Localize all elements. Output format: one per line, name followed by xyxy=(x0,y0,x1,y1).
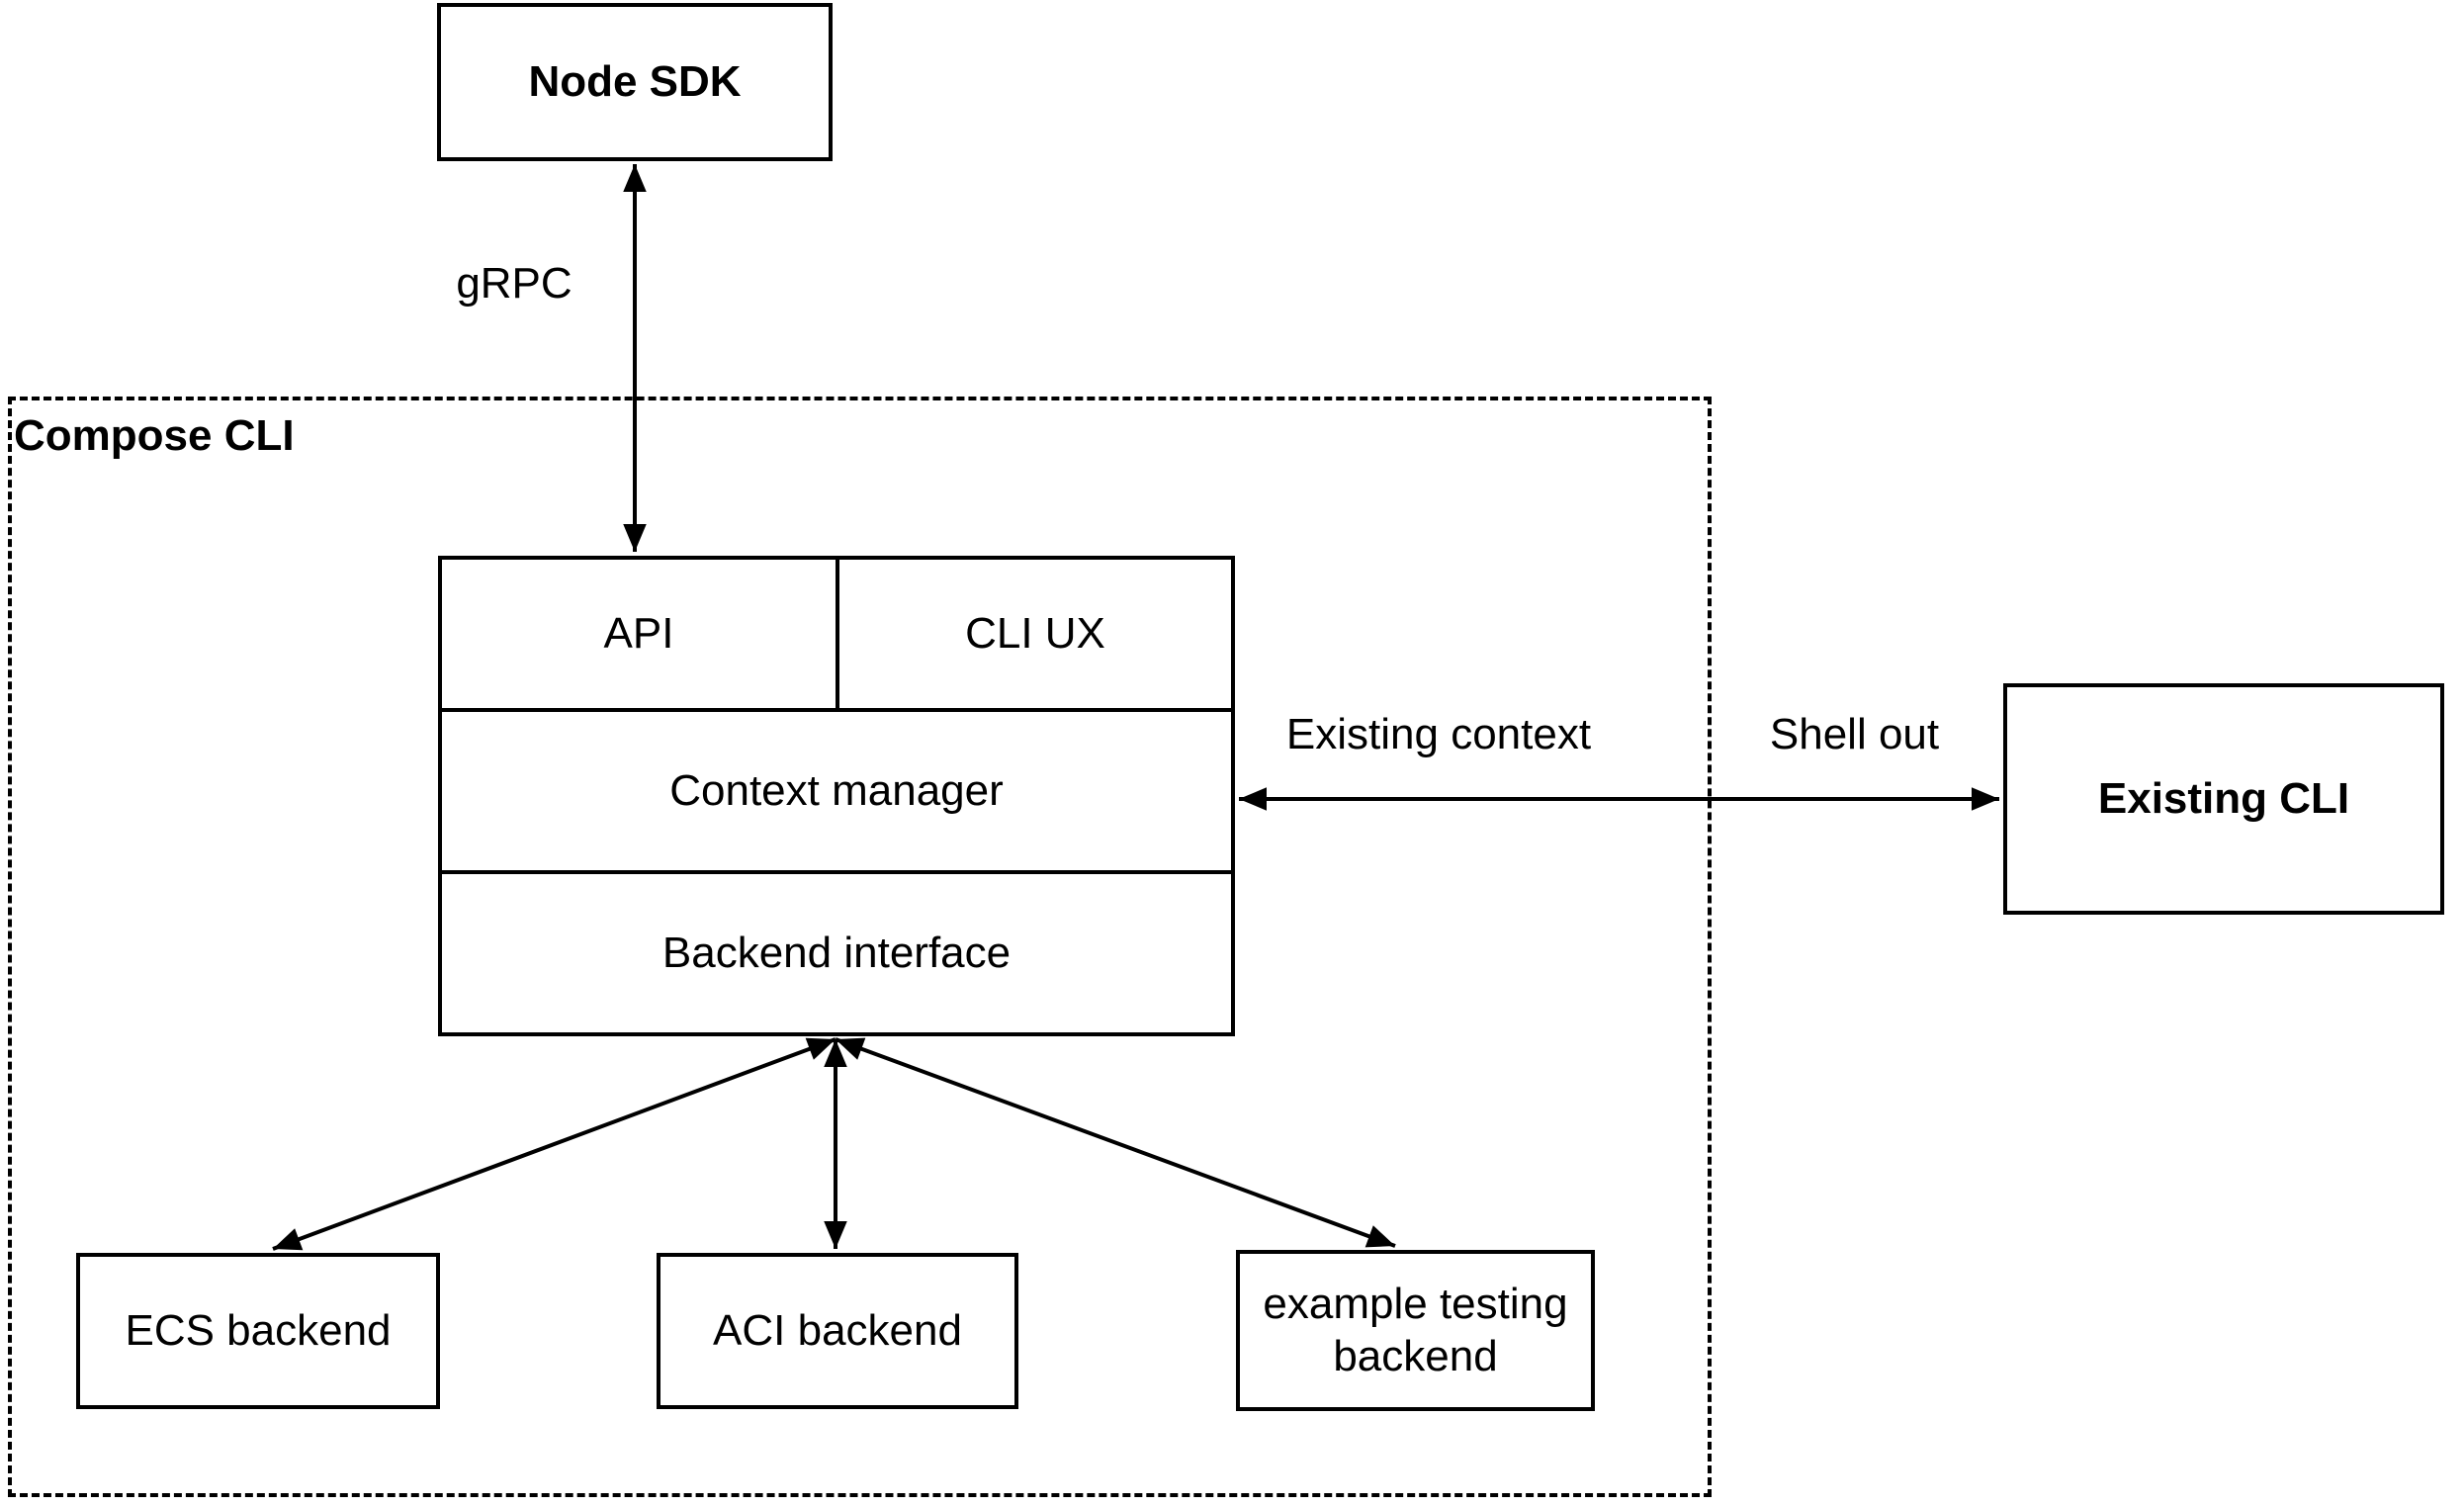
example-testing-backend-label: example testing backend xyxy=(1263,1279,1568,1380)
existing-cli-label: Existing CLI xyxy=(2097,773,2350,823)
context-manager-box: Context manager xyxy=(442,712,1231,874)
compose-cli-group-label: Compose CLI xyxy=(14,411,295,460)
api-label: API xyxy=(603,609,674,658)
ecs-backend-label: ECS backend xyxy=(125,1305,392,1355)
backend-interface-label: Backend interface xyxy=(661,929,1012,977)
cli-ux-box: CLI UX xyxy=(839,560,1231,708)
existing-cli-box: Existing CLI xyxy=(2003,683,2444,915)
api-box: API xyxy=(442,560,839,708)
grpc-edge-label: gRPC xyxy=(456,259,572,308)
example-testing-backend-box: example testing backend xyxy=(1236,1250,1595,1411)
ecs-backend-box: ECS backend xyxy=(76,1253,440,1409)
compose-cli-group-border xyxy=(8,397,1712,1497)
core-top-row: API CLI UX xyxy=(442,560,1231,712)
backend-interface-box: Backend interface xyxy=(442,874,1231,1032)
aci-backend-label: ACI backend xyxy=(713,1305,962,1355)
compose-cli-core-box: API CLI UX Context manager Backend inter… xyxy=(438,556,1235,1036)
shell-out-edge-label: Shell out xyxy=(1769,710,1940,758)
node-sdk-label: Node SDK xyxy=(528,56,742,106)
context-manager-label: Context manager xyxy=(669,766,1004,815)
node-sdk-box: Node SDK xyxy=(437,3,833,161)
existing-context-edge-label: Existing context xyxy=(1285,710,1592,758)
cli-ux-label: CLI UX xyxy=(965,609,1105,658)
aci-backend-box: ACI backend xyxy=(657,1253,1018,1409)
